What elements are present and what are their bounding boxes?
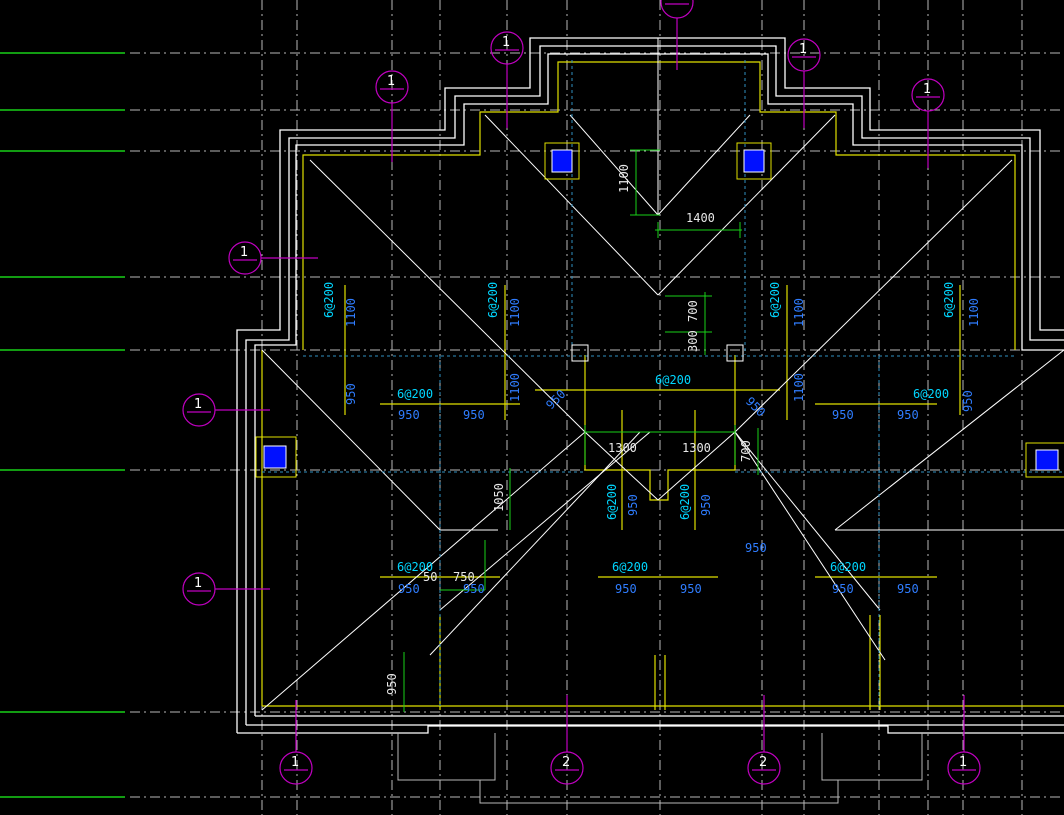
rebar-label: 6@200 — [322, 282, 336, 318]
column-small-2 — [726, 344, 744, 362]
span-1100: 1100 — [792, 373, 806, 402]
svg-text:1: 1 — [240, 245, 248, 260]
span-950: 950 — [897, 582, 919, 596]
outer-walls — [236, 37, 1064, 734]
axis-bubble-top-right: 1 — [787, 38, 821, 128]
axis-bubble-upper-right: 1 — [911, 78, 945, 168]
svg-text:1: 1 — [672, 0, 680, 4]
axis-bubble-bottom-3: 2 — [747, 695, 781, 785]
axis-bubble-top-left: 1 — [490, 31, 524, 128]
rebar-label: 6@200 — [942, 282, 956, 318]
svg-text:2: 2 — [562, 755, 570, 770]
rebar-label: 6@200 — [605, 484, 619, 520]
svg-text:1: 1 — [194, 576, 202, 591]
dimension-lines — [403, 149, 759, 712]
rebar-label: 6@200 — [397, 387, 433, 401]
axis-bubble-bottom-4: 1 — [947, 695, 981, 785]
span-950: 950 — [897, 408, 919, 422]
axis-bubble-left-1: 1 — [228, 241, 318, 275]
span-1100: 1100 — [967, 298, 981, 327]
span-labels: 1100 1100 1100 1100 1100 1100 950 950 95… — [344, 298, 981, 596]
span-950: 950 — [680, 582, 702, 596]
dim-700: 700 — [686, 300, 700, 322]
svg-text:1: 1 — [387, 74, 395, 89]
dim-950: 950 — [385, 673, 399, 695]
axis-bubble-upper-left: 1 — [375, 70, 409, 162]
span-950: 950 — [615, 582, 637, 596]
span-1100: 1100 — [508, 373, 522, 402]
rebar-label: 6@200 — [830, 560, 866, 574]
axis-bubble-left-2: 1 — [182, 393, 270, 427]
porch-outline — [397, 733, 923, 804]
dim-50: 50 — [423, 570, 437, 584]
dim-1100: 1100 — [617, 164, 631, 193]
rebar-label: 6@200 — [678, 484, 692, 520]
span-950: 950 — [743, 394, 768, 419]
svg-text:2: 2 — [759, 755, 767, 770]
rebar-label: 6@200 — [612, 560, 648, 574]
svg-text:1: 1 — [923, 82, 931, 97]
grid-lines — [130, 0, 1064, 815]
span-950: 950 — [745, 541, 767, 555]
rebar-labels: 6@200 6@200 6@200 6@200 6@200 6@200 6@20… — [322, 282, 956, 574]
column-right — [1025, 442, 1064, 478]
dimension-texts: 1100 1400 700 300 1300 1300 700 1050 750… — [385, 164, 753, 695]
span-1100: 1100 — [508, 298, 522, 327]
left-axis-stubs — [0, 52, 125, 798]
span-950: 950 — [463, 582, 485, 596]
span-1100: 1100 — [344, 298, 358, 327]
column-top-left — [544, 142, 580, 180]
dim-750: 750 — [453, 570, 475, 584]
dim-1400: 1400 — [686, 211, 715, 225]
span-950: 950 — [699, 494, 713, 516]
span-950: 950 — [832, 408, 854, 422]
column-top-right — [736, 142, 772, 180]
span-950: 950 — [344, 383, 358, 405]
columns — [255, 142, 1064, 478]
rebar-label: 6@200 — [655, 373, 691, 387]
span-950: 950 — [398, 408, 420, 422]
span-950: 950 — [832, 582, 854, 596]
dim-1300-left: 1300 — [608, 441, 637, 455]
axis-bubble-top-center: 1 — [660, 0, 694, 70]
dim-1050: 1050 — [492, 483, 506, 512]
column-small-1 — [571, 344, 589, 362]
rebar-label: 6@200 — [768, 282, 782, 318]
span-950: 950 — [626, 494, 640, 516]
axis-bubble-bottom-1: 1 — [279, 700, 313, 785]
axis-bubble-left-3: 1 — [182, 572, 270, 606]
dim-1300-right: 1300 — [682, 441, 711, 455]
roof-hip-lines — [261, 38, 1064, 711]
span-950: 950 — [961, 390, 975, 412]
svg-text:1: 1 — [502, 35, 510, 50]
beam-guides — [262, 60, 1064, 706]
span-1100: 1100 — [792, 298, 806, 327]
rebar-label: 6@200 — [486, 282, 500, 318]
svg-text:1: 1 — [799, 42, 807, 57]
svg-text:1: 1 — [959, 755, 967, 770]
span-950: 950 — [463, 408, 485, 422]
svg-text:1: 1 — [291, 755, 299, 770]
rebar-label: 6@200 — [397, 560, 433, 574]
rebar-label: 6@200 — [913, 387, 949, 401]
span-950: 950 — [398, 582, 420, 596]
column-left — [255, 436, 297, 478]
span-950: 950 — [543, 387, 568, 412]
dim-300: 300 — [686, 330, 700, 352]
axis-bubbles: 1 1 1 1 1 1 1 — [182, 0, 981, 785]
dim-700-lower: 700 — [739, 440, 753, 462]
svg-text:1: 1 — [194, 397, 202, 412]
axis-bubble-bottom-2: 2 — [550, 695, 584, 785]
yellow-inner-lines — [261, 61, 1064, 710]
